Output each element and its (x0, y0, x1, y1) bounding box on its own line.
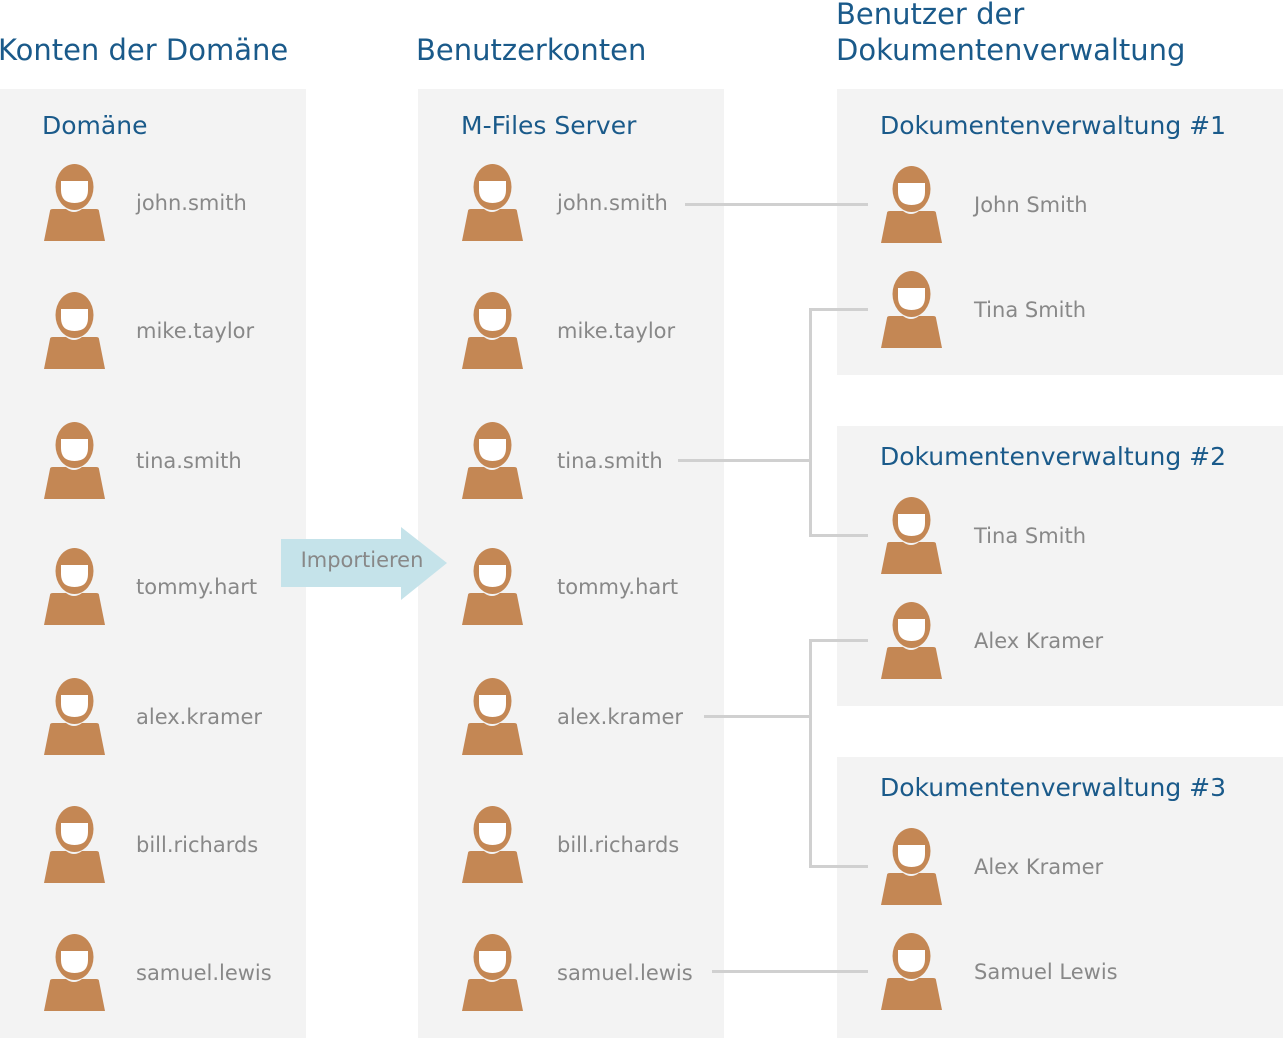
user-name: Samuel Lewis (974, 960, 1118, 984)
connector-tina-branch (809, 308, 812, 537)
user-name: Alex Kramer (974, 629, 1104, 653)
vault-2-title: Dokumentenverwaltung #2 (880, 442, 1227, 471)
connector-samuel (712, 970, 868, 973)
user-name: john.smith (136, 191, 247, 215)
user-name: John Smith (974, 193, 1088, 217)
connector-alex-vault2 (809, 639, 868, 642)
connector-alex-branch (809, 639, 812, 868)
connector-tina-vault1 (809, 308, 868, 311)
connector-alex (704, 715, 811, 718)
user-name: tommy.hart (557, 575, 679, 599)
user-name: john.smith (557, 191, 668, 215)
user-name: Tina Smith (974, 524, 1087, 548)
domain-panel-title: Domäne (42, 111, 148, 140)
connector-tina-vault2 (809, 534, 868, 537)
heading-domain-accounts: Konten der Domäne (0, 33, 289, 67)
user-name: tommy.hart (136, 575, 258, 599)
connector-john (685, 203, 868, 206)
user-name: mike.taylor (136, 319, 255, 343)
user-name: samuel.lewis (136, 961, 272, 985)
import-arrow-label: Importieren (300, 548, 424, 572)
server-panel-title: M-Files Server (461, 111, 637, 140)
user-name: samuel.lewis (557, 961, 693, 985)
user-name: Tina Smith (974, 298, 1087, 322)
user-name: alex.kramer (557, 705, 684, 729)
user-name: Alex Kramer (974, 855, 1104, 879)
user-name: bill.richards (136, 833, 259, 857)
vault-1-title: Dokumentenverwaltung #1 (880, 111, 1227, 140)
user-name: tina.smith (136, 449, 242, 473)
connector-tina (678, 459, 811, 462)
heading-user-accounts: Benutzerkonten (416, 33, 647, 67)
user-name: alex.kramer (136, 705, 263, 729)
user-name: tina.smith (557, 449, 663, 473)
connector-alex-vault3 (809, 865, 868, 868)
user-name: bill.richards (557, 833, 680, 857)
heading-vault-users: Benutzer der Dokumentenverwaltung (836, 0, 1186, 67)
vault-3-title: Dokumentenverwaltung #3 (880, 773, 1227, 802)
user-name: mike.taylor (557, 319, 676, 343)
import-arrow (281, 527, 447, 600)
